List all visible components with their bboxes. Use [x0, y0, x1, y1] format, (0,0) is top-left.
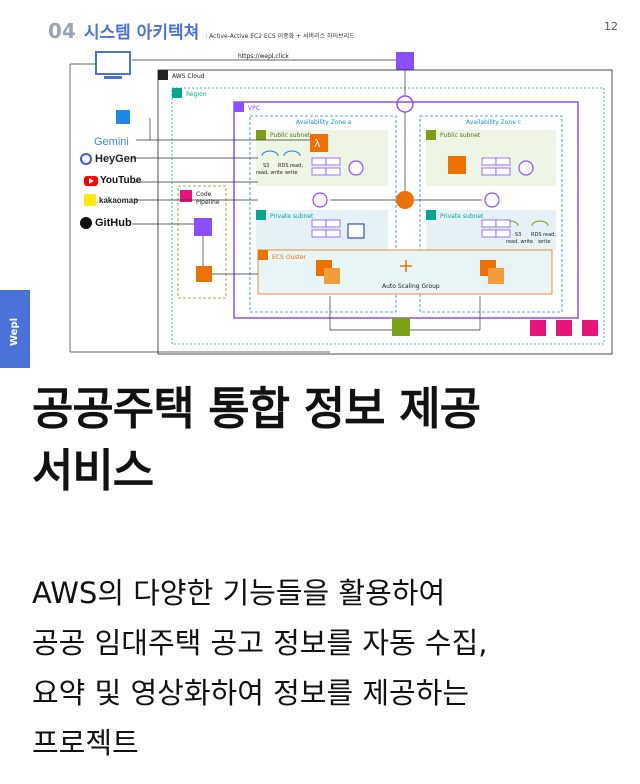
lambda-icon [310, 134, 328, 152]
rds-sublabel: write [285, 170, 298, 176]
s3-label: S3 [263, 163, 269, 169]
heygen-label: HeyGen [95, 153, 137, 165]
svg-text:λ: λ [314, 137, 321, 150]
youtube-label: YouTube [100, 175, 142, 186]
az-c-label: Availability Zone c [466, 119, 521, 126]
aws-cloud-boundary [157, 69, 613, 355]
codepipeline-icon [180, 190, 192, 202]
public-subnet-c-label: Public subnet [440, 132, 481, 139]
description-line-2: 공공 임대주택 공고 정보를 자동 수집, [32, 626, 488, 660]
ecr-icon [392, 318, 410, 336]
region-label: Region [186, 91, 207, 98]
codepipeline-label-2: Pipeline [196, 199, 220, 206]
kakaomap-label: kakaomap [99, 195, 139, 205]
route53-icon [396, 52, 414, 70]
autoscaling-label: Auto Scaling Group [382, 283, 440, 290]
bedrock-icon [116, 110, 130, 124]
codepipeline-label-1: Code [196, 191, 212, 198]
codedeploy-icon [196, 266, 212, 282]
az-a-boundary [249, 115, 397, 313]
github-icon [80, 217, 92, 229]
project-heading: 공공주택 통합 정보 제공 서비스 [32, 378, 622, 502]
page-number: 12 [604, 20, 618, 33]
load-balancer-icon [396, 191, 414, 209]
kakaomap-logo: kakaomap [84, 194, 138, 206]
private-subnet-a-label: Private subnet [270, 213, 314, 220]
aws-cloud-label: AWS Cloud [172, 73, 205, 80]
side-tab: Wepl [0, 290, 30, 368]
gemini-label: Gemini [94, 136, 129, 148]
az-c-boundary [419, 115, 563, 313]
rds-label: RDS read, [278, 163, 303, 169]
gemini-logo: Gemini [94, 136, 129, 148]
s3-label-c: S3 [515, 232, 521, 238]
codebuild-icon [194, 218, 212, 236]
side-tab-label: Wepl [9, 317, 20, 346]
section-number: 04 [48, 19, 76, 43]
description-line-4: 프로젝트 [32, 726, 139, 760]
github-logo: GitHub [80, 217, 132, 229]
public-subnet-a-label: Public subnet [270, 132, 311, 139]
kakaomap-icon [84, 194, 96, 206]
secrets-icon [556, 320, 572, 336]
youtube-logo: YouTube [84, 175, 141, 186]
private-subnet-c-label: Private subnet [440, 213, 484, 220]
github-label: GitHub [95, 217, 132, 229]
user-computer-icon [95, 51, 131, 79]
autoscaling-icon [400, 260, 412, 272]
description-line-3: 요약 및 영상화하여 정보를 제공하는 [32, 676, 470, 710]
description-line-1: AWS의 다양한 기능들을 활용하여 [32, 576, 446, 610]
parameter-store-icon [582, 320, 598, 336]
cloudwatch-icon [530, 320, 546, 336]
url-label: https://wepl.click [238, 53, 289, 60]
cache-icon [347, 223, 365, 239]
ecs-cluster-label: ECS cluster [272, 254, 307, 261]
region-boundary [171, 87, 605, 345]
s3-endpoint-icon [261, 150, 279, 157]
slide-subtitle: : Active-Active EC2 ECS 이중화 + 서버리스 하이브리드 [205, 33, 355, 40]
rds-sublabel-c: write [538, 239, 551, 245]
s3-sublabel-c: read, write [506, 239, 533, 245]
heading-line-1: 공공주택 통합 정보 제공 [32, 382, 481, 435]
heading-line-2: 서비스 [32, 444, 154, 497]
youtube-icon [84, 175, 98, 186]
heygen-icon [80, 153, 92, 165]
architecture-diagram: https://wepl.click AWS Cloud Region VPC … [69, 51, 613, 355]
project-description: AWS의 다양한 기능들을 활용하여 공공 임대주택 공고 정보를 자동 수집,… [32, 568, 622, 768]
vpc-label: VPC [248, 105, 260, 112]
slide-header: 04 시스템 아키텍쳐 : Active-Active EC2 ECS 이중화 … [48, 18, 355, 43]
rds-label-c: RDS read, [531, 232, 556, 238]
slide-title: 시스템 아키텍쳐 [83, 23, 200, 43]
heygen-logo: HeyGen [80, 153, 137, 165]
architecture-slide: 04 시스템 아키텍쳐 : Active-Active EC2 ECS 이중화 … [0, 0, 640, 368]
internet-gateway-icon [396, 95, 414, 113]
rds-endpoint-icon [283, 150, 301, 157]
nat-gateway-icon [448, 156, 466, 174]
s3-sublabel: read, write [256, 170, 283, 176]
az-a-label: Availability Zone a [296, 119, 352, 126]
